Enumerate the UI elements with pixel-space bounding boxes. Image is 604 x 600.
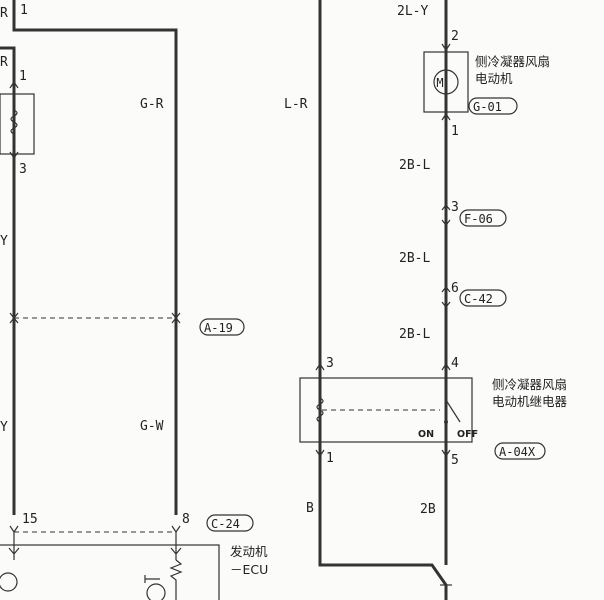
pin-6-c42: 6 bbox=[451, 281, 459, 296]
pin-1-top: 1 bbox=[20, 3, 28, 18]
label-2b-l-3: 2B-L bbox=[399, 327, 430, 342]
tag-f06 bbox=[459, 209, 507, 227]
left-split-a19 bbox=[9, 312, 19, 324]
tag-c42 bbox=[459, 289, 507, 307]
pin-3-left: 3 bbox=[19, 162, 27, 177]
relay-box bbox=[299, 377, 473, 443]
motor-label-2: 电动机 bbox=[475, 71, 513, 86]
ecu-transistor-right bbox=[146, 583, 166, 600]
relay-left-arrows bbox=[315, 362, 325, 458]
label-g-r: G-R bbox=[140, 97, 164, 112]
wire-l-r bbox=[318, 0, 448, 600]
ecu-label-2: －ECU bbox=[230, 562, 268, 577]
tag-a04x bbox=[494, 442, 546, 460]
splice-c42 bbox=[441, 286, 451, 308]
wire-r-top bbox=[12, 0, 178, 515]
connector-f06: F-06 bbox=[464, 212, 493, 226]
connector-c42: C-42 bbox=[464, 292, 493, 306]
label-r-left: R bbox=[0, 55, 8, 70]
motor-arrows bbox=[441, 43, 451, 121]
relay-off: OFF bbox=[457, 429, 478, 440]
pin-3-f06: 3 bbox=[451, 200, 459, 215]
ecu-left-pin bbox=[8, 532, 20, 560]
pin-1-motor: 1 bbox=[451, 124, 459, 139]
pin-5-relay: 5 bbox=[451, 453, 459, 468]
pin-8: 8 bbox=[182, 512, 190, 527]
label-2b-l-1: 2B-L bbox=[399, 158, 430, 173]
relay-coil bbox=[316, 397, 324, 423]
pin-1-left: 1 bbox=[19, 69, 27, 84]
connector-g01: G-01 bbox=[473, 100, 502, 114]
connector-a19: A-19 bbox=[204, 321, 233, 335]
left-arrows bbox=[9, 80, 19, 160]
ecu-resistor bbox=[169, 559, 183, 600]
ecu-right-pin bbox=[170, 532, 182, 560]
pin-3-relay: 3 bbox=[326, 356, 334, 371]
relay-right-arrows bbox=[441, 362, 451, 458]
tag-c24 bbox=[206, 514, 254, 532]
label-g-w: G-W bbox=[140, 419, 164, 434]
wire-left-vertical bbox=[0, 46, 16, 515]
label-r-top: R bbox=[0, 6, 8, 21]
relay-label-2: 电动机继电器 bbox=[492, 394, 568, 409]
pin-4-relay: 4 bbox=[451, 356, 459, 371]
label-2b-l-2: 2B-L bbox=[399, 251, 430, 266]
tag-g01 bbox=[468, 97, 518, 115]
pin-15: 15 bbox=[22, 512, 38, 527]
label-2b: 2B bbox=[420, 502, 436, 517]
ecu-label-1: 发动机 bbox=[230, 544, 268, 559]
ecu-transistor-left bbox=[0, 572, 18, 592]
ecu-box bbox=[0, 544, 220, 600]
relay-label-1: 侧冷凝器风扇 bbox=[492, 377, 567, 392]
splice-f06 bbox=[441, 204, 451, 226]
connector-a04x: A-04X bbox=[499, 445, 536, 459]
relay-on: ON bbox=[418, 429, 434, 440]
pin-2-motor: 2 bbox=[451, 29, 459, 44]
pin-1-relay: 1 bbox=[326, 451, 334, 466]
label-2l-y: 2L-Y bbox=[397, 4, 428, 19]
label-y-1: Y bbox=[0, 234, 8, 249]
motor-symbol: M bbox=[436, 76, 443, 90]
label-b: B bbox=[306, 501, 314, 516]
connector-c24: C-24 bbox=[211, 517, 240, 531]
motor-label-1: 侧冷凝器风扇 bbox=[475, 54, 550, 69]
label-y-2: Y bbox=[0, 420, 8, 435]
relay-contact bbox=[444, 420, 448, 424]
ecu-base bbox=[144, 575, 160, 583]
motor-box bbox=[423, 51, 469, 113]
left-coil bbox=[10, 109, 18, 135]
motor-circle bbox=[433, 69, 459, 95]
right-split-a19 bbox=[171, 312, 181, 324]
tag-a19 bbox=[199, 318, 245, 336]
relay-switch bbox=[445, 399, 461, 423]
label-l-r: L-R bbox=[284, 97, 308, 112]
